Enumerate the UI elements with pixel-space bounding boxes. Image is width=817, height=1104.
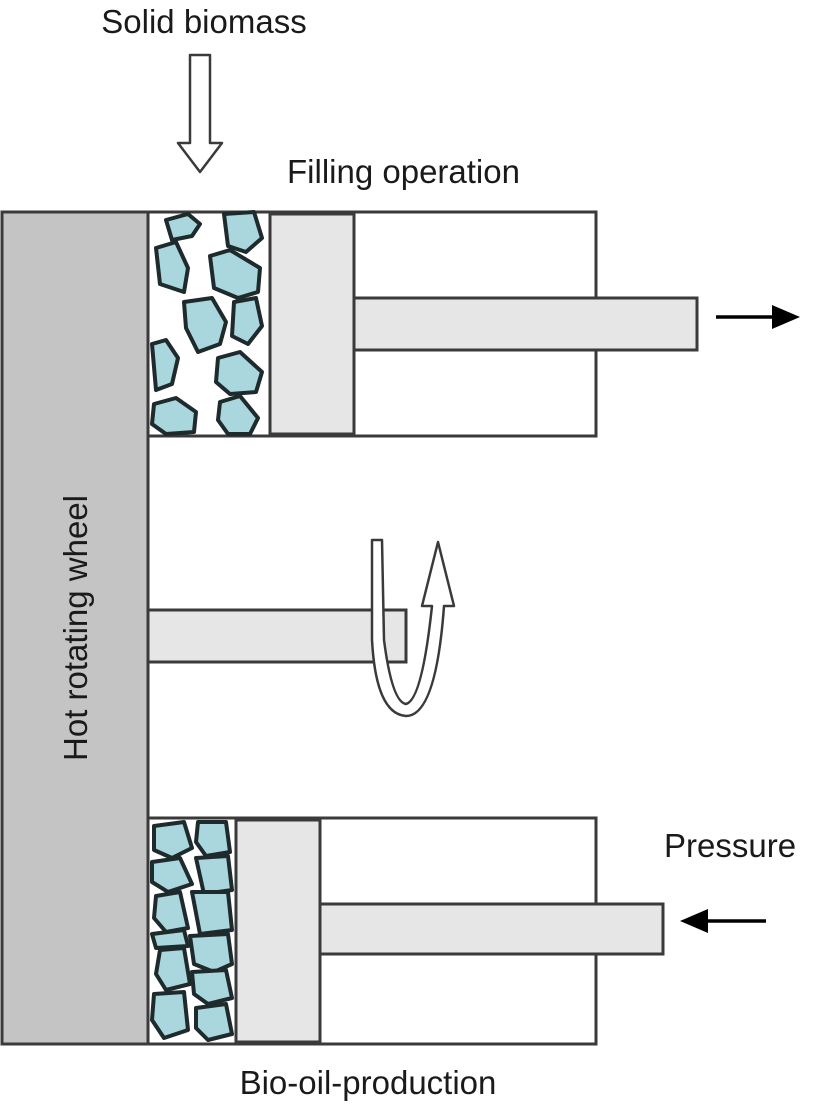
hollow-down-arrow-icon [176,53,224,174]
filling-operation-label: Filling operation [287,153,520,190]
curved-rotation-arrow-icon [370,538,456,718]
top-piston-head [268,212,356,436]
biomass-particle [182,296,228,354]
biomass-particle [230,296,264,346]
biomass-particle [222,210,264,254]
rotating-piston-arm [146,608,408,664]
biomass-particle [150,928,190,950]
biomass-particle [150,990,190,1040]
biomass-particle [194,1002,234,1042]
biomass-particle [216,394,260,436]
hot-rotating-wheel [0,210,150,1046]
biomass-particle [152,890,190,934]
bottom-piston-rod [318,902,665,956]
biomass-particle [150,338,180,392]
right-arrow-icon [716,305,800,329]
top-piston-rod [352,296,699,352]
biomass-particle [194,820,232,858]
biomass-particle [154,240,190,294]
biomass-particle [190,968,234,1006]
bottom-piston-head [234,818,322,1044]
solid-biomass-label: Solid biomass [101,3,306,40]
biomass-particle [164,212,202,242]
biomass-particle [154,946,192,992]
bottom-reactor-cylinder [146,816,665,1046]
biomass-particle [150,396,198,436]
biomass-particle [188,932,234,974]
biomass-particle [208,248,262,300]
top-biomass-charge [150,210,264,436]
biomass-particle [194,854,234,896]
biomass-particle [190,890,234,936]
hot-rotating-wheel-label: Hot rotating wheel [57,495,94,761]
left-arrow-icon [680,909,766,933]
pressure-label: Pressure [664,827,796,864]
biomass-particle [214,350,264,396]
bio-oil-production-label: Bio-oil-production [240,1064,497,1101]
biomass-particle [152,820,194,860]
biomass-particle [150,856,194,894]
top-reactor-cylinder [146,210,699,438]
bottom-biomass-charge [150,820,234,1042]
